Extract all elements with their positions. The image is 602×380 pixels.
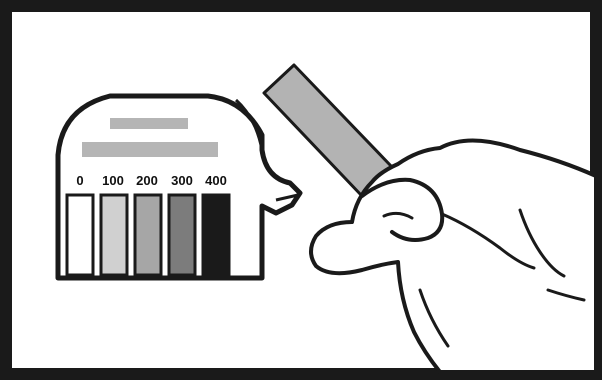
scale-label: 300: [171, 173, 193, 188]
scale-label: 100: [102, 173, 124, 188]
swatch: [169, 195, 195, 275]
chart-title-bar: [110, 118, 188, 129]
swatch: [101, 195, 127, 275]
scale-label: 400: [205, 173, 227, 188]
swatch: [67, 195, 93, 275]
chart-subtitle-bar: [82, 142, 218, 157]
swatch: [203, 195, 229, 275]
swatch: [135, 195, 161, 275]
scale-label: 0: [76, 173, 83, 188]
scale-label: 200: [136, 173, 158, 188]
